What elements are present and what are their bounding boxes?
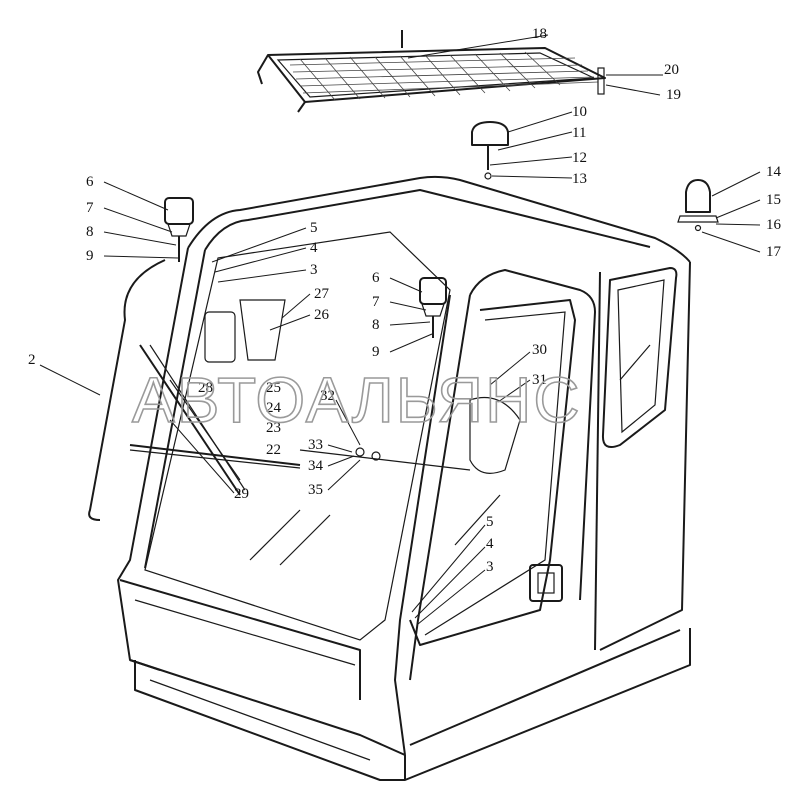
callout-29: 29 (234, 486, 249, 502)
callout-16: 16 (766, 217, 782, 233)
callout-7-right: 7 (372, 294, 380, 310)
callout-3-top: 3 (310, 262, 318, 278)
callout-10: 10 (572, 104, 587, 120)
callout-4-top: 4 (310, 240, 318, 256)
callout-12: 12 (572, 150, 587, 166)
callout-labels: 18 20 19 10 11 12 13 14 15 16 17 6 7 8 9… (28, 26, 782, 575)
callout-24: 24 (266, 400, 282, 416)
callout-35: 35 (308, 482, 323, 498)
right-beacon-lamp (677, 179, 719, 232)
callout-2: 2 (28, 352, 36, 368)
callout-32: 32 (320, 388, 335, 404)
callout-19: 19 (666, 87, 681, 103)
callout-17: 17 (766, 244, 782, 260)
callout-9-left: 9 (86, 248, 94, 264)
leader-lines (39, 34, 761, 625)
callout-6-right: 6 (372, 270, 380, 286)
callout-9-right: 9 (372, 344, 380, 360)
callout-23: 23 (266, 420, 281, 436)
callout-30: 30 (532, 342, 547, 358)
callout-25: 25 (266, 380, 281, 396)
callout-31: 31 (532, 372, 547, 388)
callout-13: 13 (572, 171, 587, 187)
callout-34: 34 (308, 458, 324, 474)
center-beacon-lamp (471, 121, 509, 180)
roof-guard-grid (257, 30, 606, 113)
cab-body (88, 175, 691, 781)
callout-4-bottom: 4 (486, 536, 494, 552)
callout-11: 11 (572, 125, 586, 141)
callout-33: 33 (308, 437, 323, 453)
callout-8-left: 8 (86, 224, 94, 240)
callout-28: 28 (198, 380, 213, 396)
callout-15: 15 (766, 192, 781, 208)
callout-20: 20 (664, 62, 679, 78)
callout-27: 27 (314, 286, 330, 302)
callout-5-bottom: 5 (486, 514, 494, 530)
watermark-text: АВТОАЛЬЯНС (132, 364, 582, 436)
callout-3-bottom: 3 (486, 559, 494, 575)
callout-26: 26 (314, 307, 330, 323)
callout-8-right: 8 (372, 317, 380, 333)
callout-6-left: 6 (86, 174, 94, 190)
callout-7-left: 7 (86, 200, 94, 216)
callout-5-top: 5 (310, 220, 318, 236)
callout-22: 22 (266, 442, 281, 458)
callout-18: 18 (532, 26, 547, 42)
left-work-lamp (164, 197, 194, 262)
callout-14: 14 (766, 164, 782, 180)
